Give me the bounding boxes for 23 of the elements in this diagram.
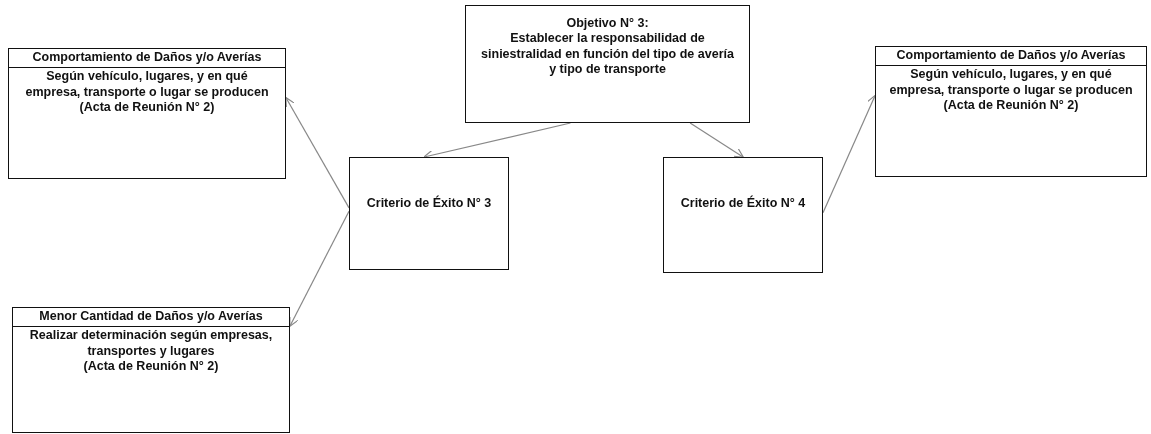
arrow: [289, 210, 350, 327]
objective-box: [465, 5, 750, 123]
criterion-box: [349, 157, 509, 270]
box-title: Criterio de Éxito N° 4: [679, 196, 807, 212]
reference-note: (Acta de Reunión N° 2): [82, 358, 220, 375]
info-card: [8, 48, 286, 179]
card-heading: Menor Cantidad de Daños y/o Averías: [13, 308, 289, 328]
card-description: Realizar determinación según empresas, transportes y lugares: [28, 327, 274, 359]
card-heading: Comportamiento de Daños y/o Averías: [876, 47, 1146, 67]
card-description: Según vehículo, lugares, y en qué empresa, transporte o lugar se producen: [24, 68, 270, 100]
box-title: Criterio de Éxito N° 3: [365, 196, 493, 212]
arrow: [689, 122, 744, 158]
card-heading: Comportamiento de Daños y/o Averías: [9, 49, 285, 69]
info-card: [875, 46, 1147, 177]
info-card: [12, 307, 290, 433]
box-text: Establecer la responsabilidad de siniestralidad en función del tipo de avería y tipo de transporte: [480, 31, 735, 77]
reference-note: (Acta de Reunión N° 2): [78, 99, 216, 116]
arrow: [285, 96, 350, 209]
reference-note: (Acta de Reunión N° 2): [942, 97, 1080, 114]
box-title: Objetivo N° 3:: [565, 16, 650, 32]
criterion-box: [663, 157, 823, 273]
card-description: Según vehículo, lugares, y en qué empresa, transporte o lugar se producen: [888, 66, 1134, 98]
arrow: [822, 94, 877, 214]
